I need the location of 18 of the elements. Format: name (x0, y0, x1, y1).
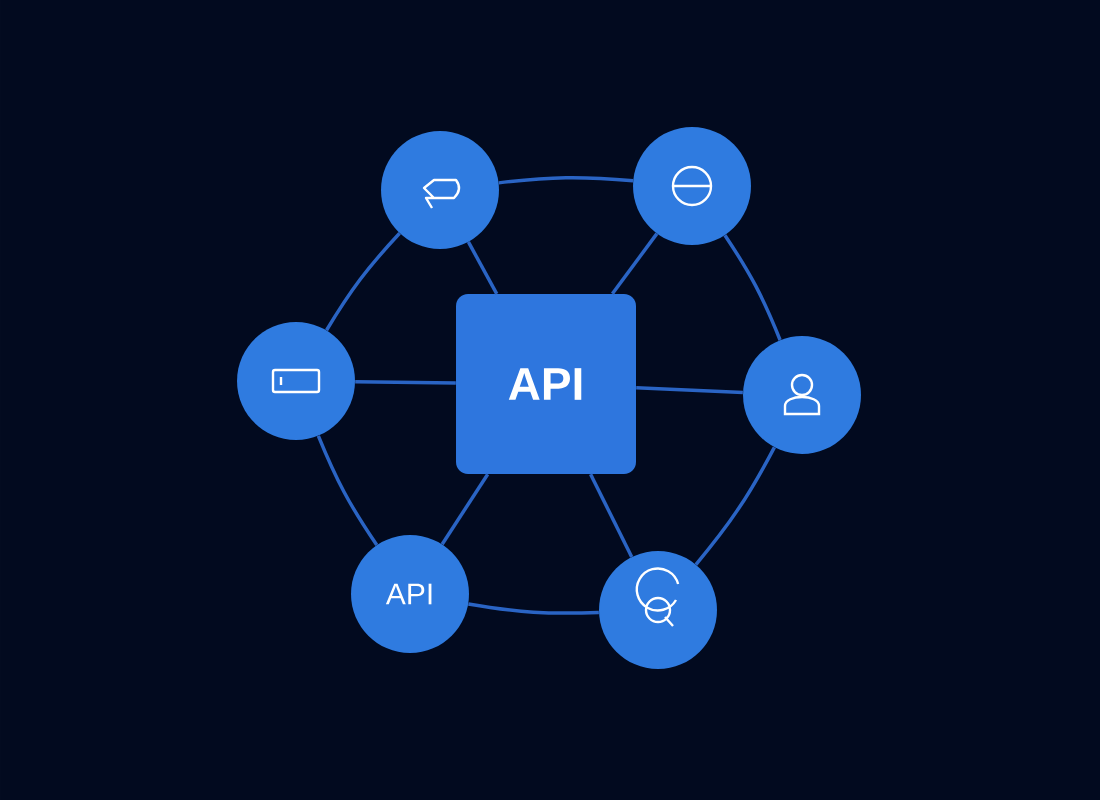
connector-line (355, 379, 456, 385)
connector-line (325, 232, 401, 332)
connector-line (610, 232, 659, 295)
connector-line (468, 602, 599, 615)
connector-line (636, 386, 743, 395)
connector-line (466, 241, 499, 295)
connector-line (589, 473, 634, 558)
icon-circle (237, 322, 355, 440)
icon-circle (743, 336, 861, 454)
connector-line (723, 234, 782, 341)
connector-line (694, 446, 776, 566)
icon-circle (599, 551, 717, 669)
icon-circle (633, 127, 751, 245)
icon-circle (381, 131, 499, 249)
connector-line (316, 435, 379, 546)
connector-line (498, 175, 634, 185)
connector-line (440, 473, 490, 546)
api-box: API (456, 294, 636, 474)
